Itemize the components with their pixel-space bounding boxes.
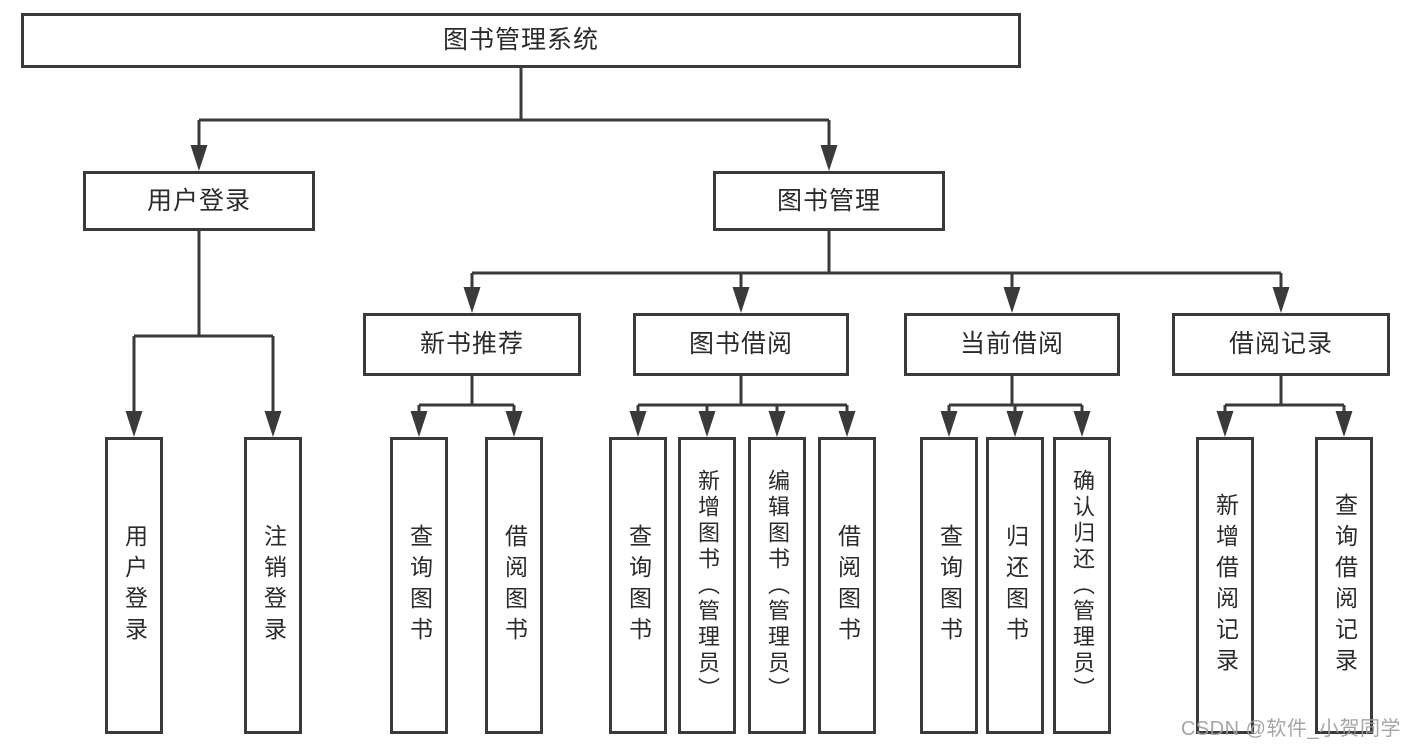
leaf-logout: 注销登录 (244, 437, 302, 734)
leaf-return-books-label: 归还图书 (1002, 523, 1029, 648)
leaf-borrow-query-books: 查询图书 (609, 437, 667, 734)
leaf-return-books: 归还图书 (986, 437, 1044, 734)
leaf-query-borrow-record-label: 查询借阅记录 (1331, 492, 1358, 679)
leaf-borrow-books-label: 借阅图书 (834, 523, 861, 648)
node-current-borrow: 当前借阅 (904, 313, 1120, 376)
leaf-current-query-books-label: 查询图书 (936, 523, 963, 648)
leaf-edit-books-admin-label: 编辑图书（管理员） (765, 468, 790, 703)
node-user-login: 用户登录 (83, 171, 315, 231)
node-root-label: 图书管理系统 (442, 26, 599, 54)
node-book-management: 图书管理 (713, 171, 945, 231)
leaf-recommend-borrow-books-label: 借阅图书 (501, 523, 528, 648)
leaf-add-books-admin-label: 新增图书（管理员） (695, 468, 720, 703)
connector-stems (132, 68, 1346, 415)
leaf-confirm-return-admin-label: 确认归还（管理员） (1070, 468, 1095, 703)
leaf-user-login-label: 用户登录 (121, 523, 148, 648)
node-new-book-recommend: 新书推荐 (363, 313, 581, 376)
leaf-add-borrow-record-label: 新增借阅记录 (1212, 492, 1239, 679)
leaf-recommend-query-books-label: 查询图书 (406, 523, 433, 648)
leaf-logout-label: 注销登录 (260, 523, 287, 648)
leaf-add-borrow-record: 新增借阅记录 (1196, 437, 1254, 734)
node-user-login-label: 用户登录 (146, 186, 251, 215)
leaf-confirm-return-admin: 确认归还（管理员） (1053, 437, 1111, 734)
leaf-recommend-query-books: 查询图书 (390, 437, 448, 734)
arrowheads (125, 145, 1353, 437)
node-root: 图书管理系统 (21, 13, 1021, 68)
leaf-edit-books-admin: 编辑图书（管理员） (748, 437, 806, 734)
node-current-borrow-label: 当前借阅 (959, 330, 1064, 358)
leaf-user-login: 用户登录 (105, 437, 163, 734)
leaf-query-borrow-record: 查询借阅记录 (1315, 437, 1373, 734)
csdn-watermark: CSDN @软件_小贺同学 (1180, 718, 1401, 740)
node-borrow-records-label: 借阅记录 (1228, 330, 1333, 358)
node-borrow-records: 借阅记录 (1172, 313, 1390, 376)
node-book-management-label: 图书管理 (776, 186, 881, 215)
node-new-book-recommend-label: 新书推荐 (419, 330, 524, 358)
leaf-add-books-admin: 新增图书（管理员） (678, 437, 736, 734)
leaf-borrow-query-books-label: 查询图书 (625, 523, 652, 648)
leaf-borrow-books: 借阅图书 (818, 437, 876, 734)
leaf-current-query-books: 查询图书 (920, 437, 978, 734)
leaf-recommend-borrow-books: 借阅图书 (485, 437, 543, 734)
node-book-borrow: 图书借阅 (633, 313, 849, 376)
node-book-borrow-label: 图书借阅 (688, 330, 793, 358)
